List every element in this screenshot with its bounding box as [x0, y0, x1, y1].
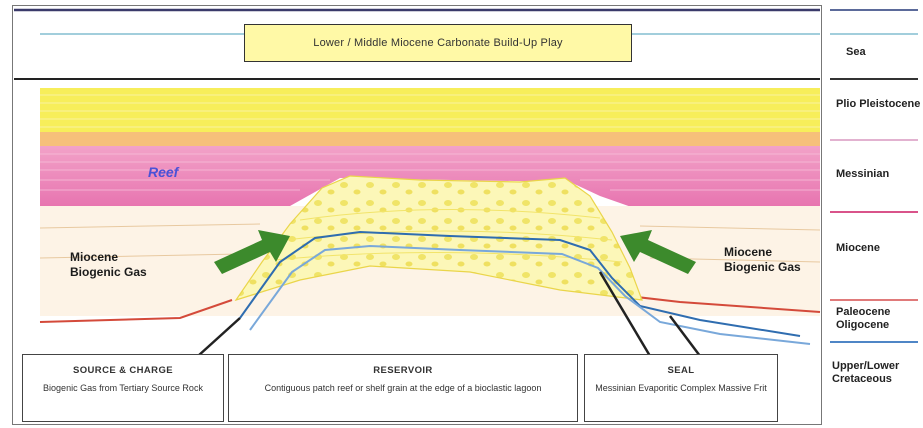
source-charge-text: Biogenic Gas from Tertiary Source Rock — [43, 383, 203, 393]
seal-title: SEAL — [667, 365, 695, 376]
right-gas-label-line2: Biogenic Gas — [724, 260, 801, 274]
legend-messinian: Messinian — [836, 168, 890, 180]
play-title: Lower / Middle Miocene Carbonate Build-U… — [244, 24, 632, 62]
fault-lines — [197, 271, 701, 357]
left-gas-label-line1: Miocene — [70, 250, 119, 264]
reservoir-text: Contiguous patch reef or shelf grain at … — [264, 383, 542, 393]
source-charge-title: SOURCE & CHARGE — [73, 365, 173, 376]
legend-miocene: Miocene — [836, 242, 881, 254]
migration-arrow-left — [214, 230, 290, 274]
reservoir-title: RESERVOIR — [373, 365, 433, 376]
plio-stripes — [40, 94, 820, 128]
legend-cretaceous: Upper/Lower Cretaceous — [832, 360, 900, 385]
legend-paleocene-oligocene: Paleocene Oligocene — [836, 306, 891, 331]
reef-label: Reef — [148, 164, 179, 180]
right-gas-label: Miocene Biogenic Gas — [724, 245, 801, 275]
legend-lines — [830, 9, 918, 343]
cretaceous-horizon-1 — [239, 230, 801, 337]
carbonate-reef — [234, 175, 643, 302]
legend-sea: Sea — [846, 46, 866, 58]
cretaceous-horizon-2 — [249, 244, 811, 345]
seal-box: SEAL Messinian Evaporitic Complex Massiv… — [584, 354, 778, 422]
right-gas-label-line1: Miocene — [724, 245, 773, 259]
left-gas-label-line2: Biogenic Gas — [70, 265, 147, 279]
migration-arrow-right — [620, 230, 696, 274]
legend-plio-pleistocene: Plio Pleistocene — [836, 98, 921, 110]
messinian-layer — [40, 146, 820, 214]
left-gas-label: Miocene Biogenic Gas — [70, 250, 147, 280]
seal-text: Messinian Evaporitic Complex Massive Fri… — [595, 383, 767, 393]
messinian-stripes — [40, 153, 820, 191]
source-charge-box: SOURCE & CHARGE Biogenic Gas from Tertia… — [22, 354, 224, 422]
miocene-lines — [39, 223, 821, 263]
reservoir-box: RESERVOIR Contiguous patch reef or shelf… — [228, 354, 578, 422]
paleocene-horizon — [39, 295, 821, 323]
transition-layer — [40, 132, 820, 146]
